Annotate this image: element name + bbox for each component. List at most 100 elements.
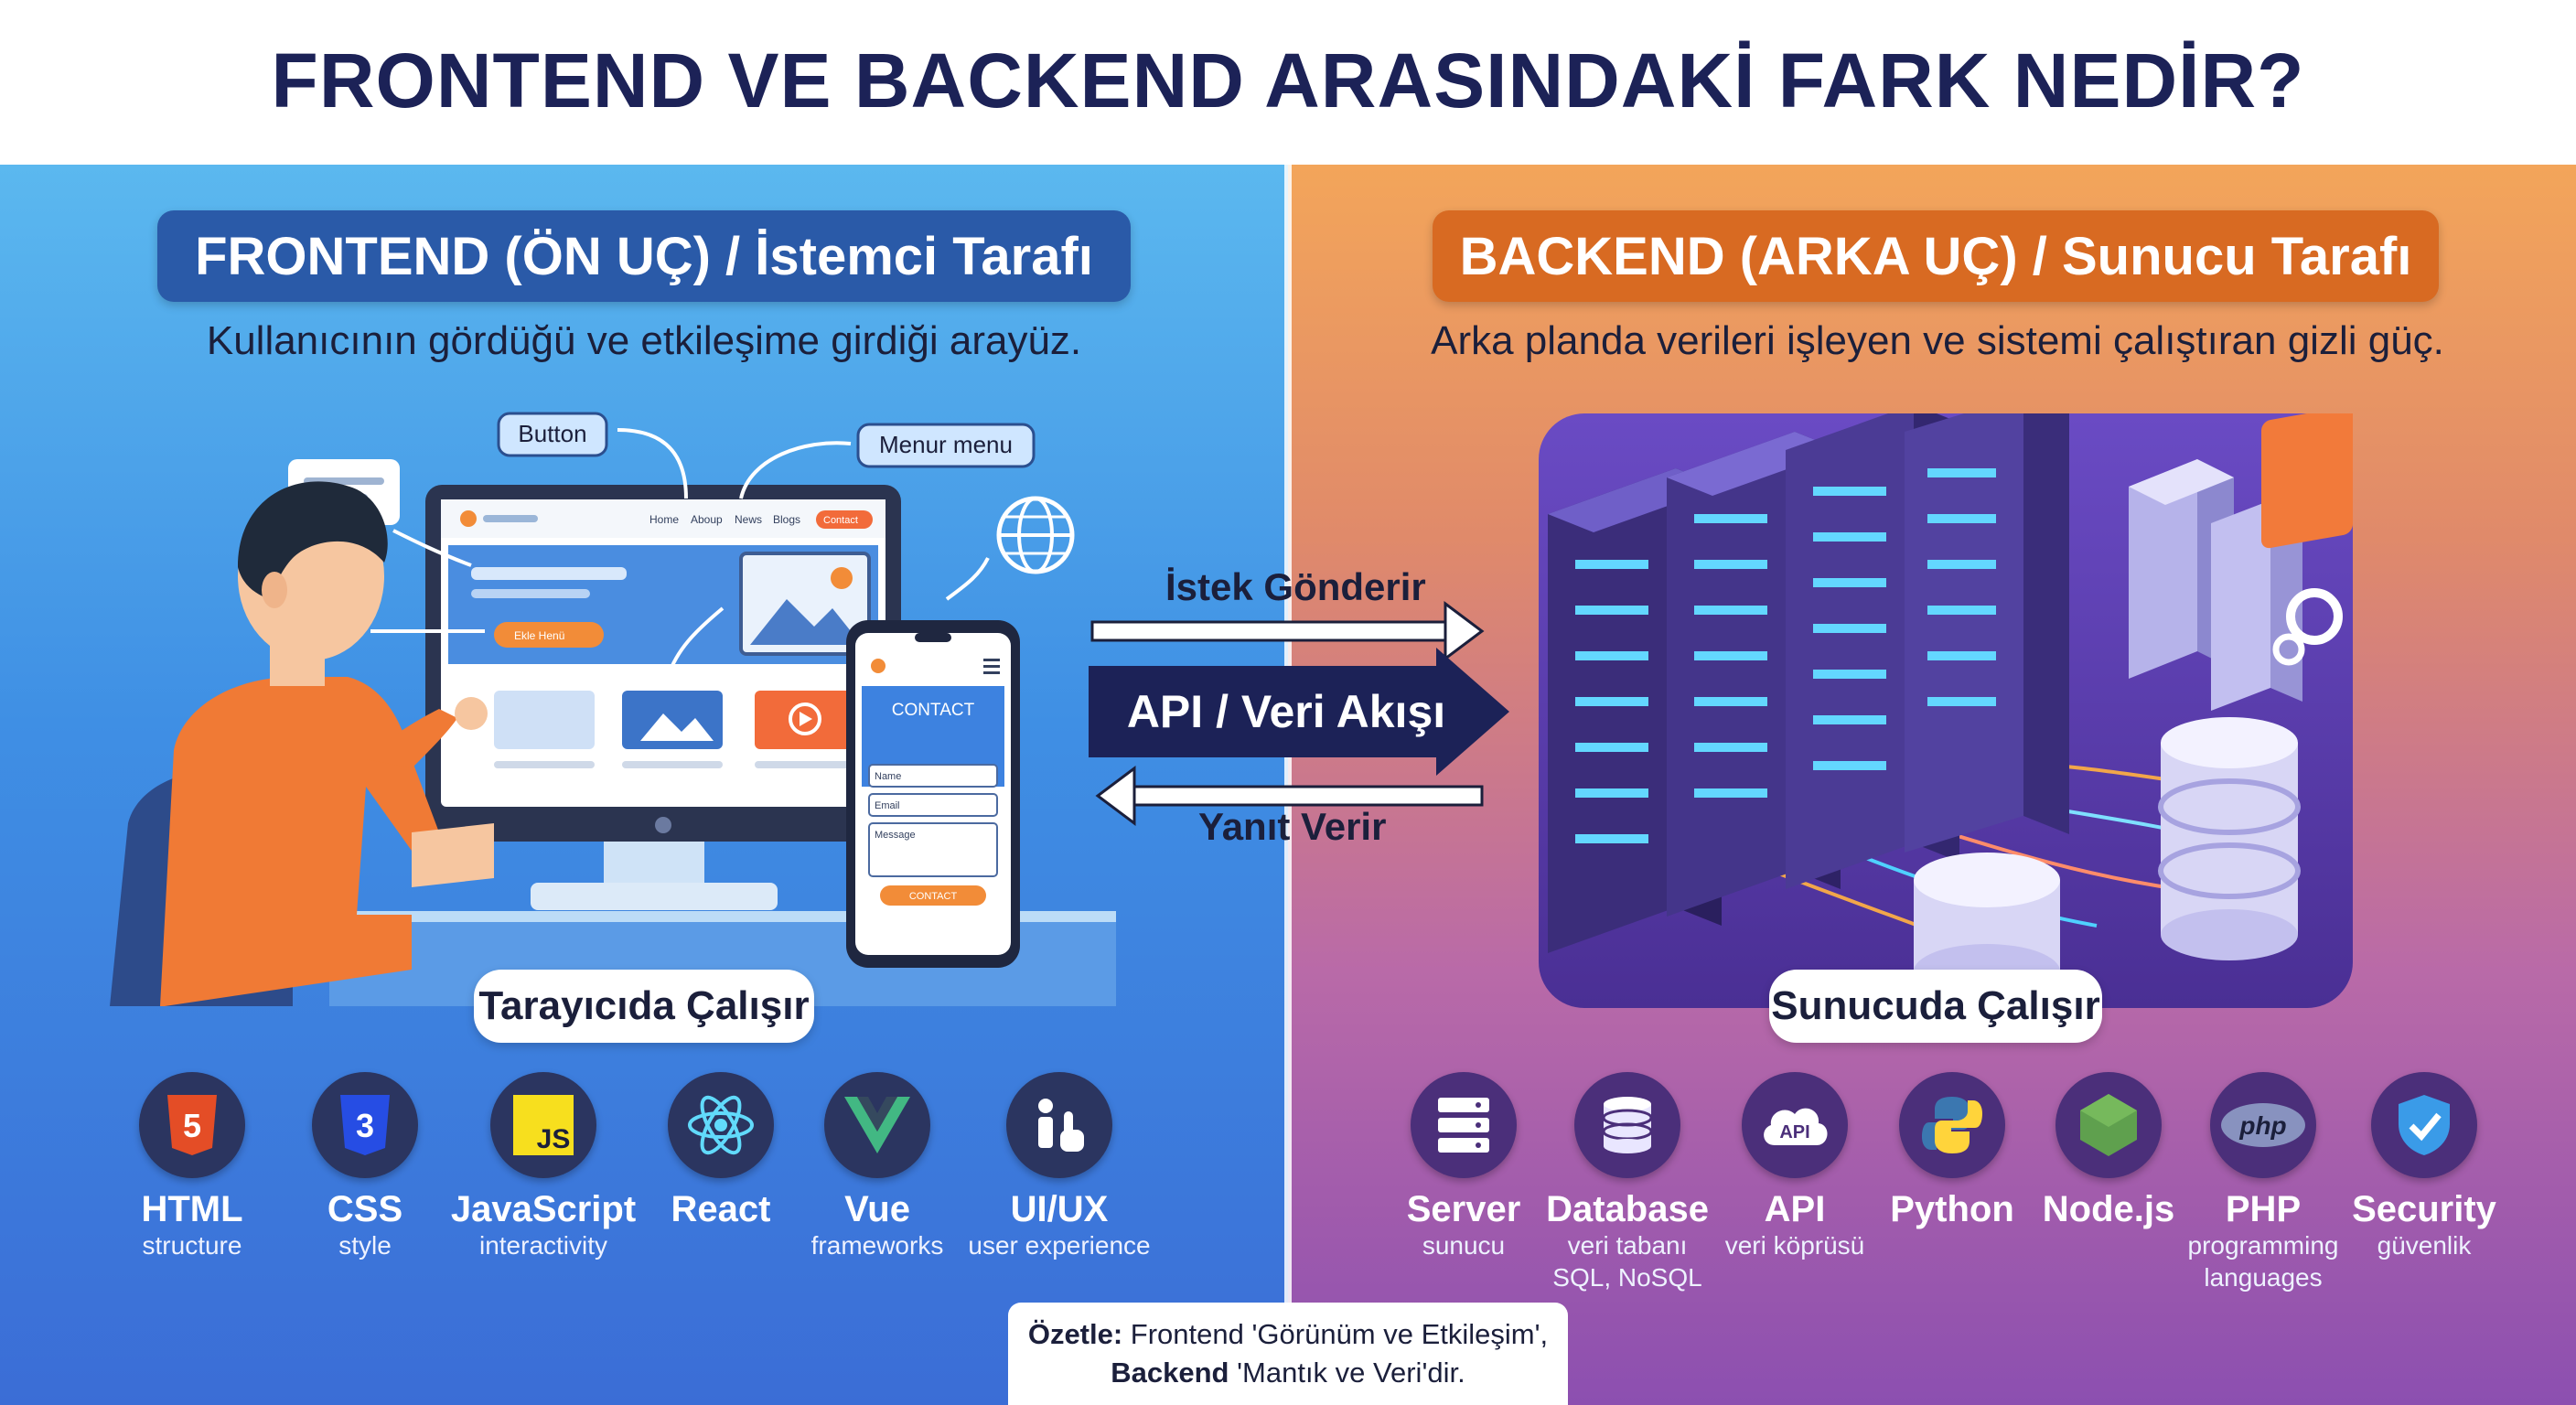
tech-php-name: PHP: [2225, 1189, 2302, 1229]
summary-text-1: Frontend 'Görünüm ve Etkileşim',: [1122, 1318, 1549, 1351]
svg-text:JS: JS: [537, 1124, 571, 1154]
frontend-heading: FRONTEND (ÖN UÇ) / İstemci Tarafı: [157, 210, 1131, 302]
nav-cta: Contact: [823, 515, 858, 526]
hero-button: Ekle Henü: [514, 629, 564, 642]
request-arrow: [1090, 601, 1485, 661]
tech-html-desc: structure: [142, 1231, 242, 1260]
tech-database-desc-2: SQL, NoSQL: [1552, 1263, 1702, 1292]
tech-python: Python: [1852, 1072, 2053, 1229]
html5-icon: 5: [139, 1072, 245, 1178]
tech-api-desc: veri köprüsü: [1724, 1231, 1865, 1260]
annotation-arrows: [370, 428, 990, 678]
tech-javascript-desc: interactivity: [478, 1231, 608, 1260]
phone-field-name: Name: [875, 771, 901, 782]
svg-text:php: php: [2238, 1111, 2286, 1140]
monitor: Home Aboup News Blogs Contact Ekle Henü: [425, 485, 901, 842]
phone-contact-title: CONTACT: [892, 701, 975, 720]
nav-item-3: Blogs: [773, 513, 800, 526]
svg-text:3: 3: [356, 1107, 374, 1144]
css3-icon: 3: [312, 1072, 418, 1178]
tech-database-desc: veri tabanı: [1567, 1231, 1688, 1260]
api-flow-label: API / Veri Akışı: [1126, 686, 1446, 737]
tech-database: Database veri tabanı SQL, NoSQL: [1527, 1072, 1728, 1293]
developer-figure: [110, 481, 494, 1006]
response-label: Yanıt Verir: [1198, 805, 1387, 848]
tech-php: php PHP programming languages: [2163, 1072, 2364, 1293]
request-label: İstek Gönderir: [1165, 565, 1426, 608]
tech-uiux: UI/UX user experience: [959, 1072, 1160, 1261]
tech-server-desc: sunucu: [1422, 1231, 1506, 1260]
tech-security-name: Security: [2352, 1189, 2496, 1229]
api-arrow: [1089, 648, 1509, 776]
nodejs-icon: [2055, 1072, 2162, 1178]
tech-css: 3 CSS style: [264, 1072, 466, 1261]
backend-subtitle: Arka planda verileri işleyen ve sistemi …: [1431, 318, 2444, 363]
nav-item-1: Aboup: [691, 513, 723, 526]
tech-html: 5 HTML structure: [91, 1072, 293, 1261]
header-bar: [0, 0, 2576, 165]
touch-icon: [1006, 1072, 1112, 1178]
tech-php-desc: programming: [2187, 1231, 2339, 1260]
callout-button: [497, 412, 608, 457]
tech-security-desc: güvenlik: [2377, 1231, 2472, 1260]
frontend-runtime-badge: Tarayıcıda Çalışır: [474, 970, 814, 1043]
callout-menu: [856, 423, 1036, 468]
svg-text:API: API: [1779, 1122, 1809, 1142]
rack-lights: [1575, 468, 1996, 843]
tech-uiux-desc: user experience: [968, 1231, 1151, 1260]
backend-illustration: [1539, 413, 2353, 1008]
svg-text:5: 5: [183, 1107, 201, 1144]
python-icon: [1899, 1072, 2005, 1178]
tech-vue: Vue frameworks: [777, 1072, 978, 1261]
globe-icon: [996, 496, 1075, 574]
api-cloud-icon: API: [1742, 1072, 1848, 1178]
nav-item-2: News: [735, 513, 762, 526]
frontend-illustration: Home Aboup News Blogs Contact Ekle Henü: [110, 412, 1116, 1006]
database-icon: [1574, 1072, 1680, 1178]
response-arrow: [1095, 766, 1484, 826]
tech-nodejs-name: Node.js: [2042, 1189, 2175, 1229]
shield-icon: [2371, 1072, 2477, 1178]
nav-item-0: Home: [649, 513, 679, 526]
tech-server: Server sunucu: [1363, 1072, 1564, 1261]
phone-contact-button: CONTACT: [909, 891, 958, 902]
data-flow-arrows: [1089, 601, 1509, 826]
tech-security: Security güvenlik: [2324, 1072, 2525, 1261]
phone-field-email: Email: [875, 800, 900, 811]
tech-php-desc-2: languages: [2204, 1263, 2323, 1292]
tech-javascript-name: JavaScript: [450, 1189, 637, 1229]
tech-react: React: [620, 1072, 821, 1229]
summary-label-2: Backend: [1111, 1357, 1229, 1389]
page-title: FRONTEND VE BACKEND ARASINDAKİ FARK NEDİ…: [271, 38, 2305, 123]
mini-servers: [2129, 459, 2302, 711]
database-stack: [2158, 717, 2301, 960]
js-icon: JS: [490, 1072, 596, 1178]
react-icon: [668, 1072, 774, 1178]
tech-nodejs: Node.js: [2008, 1072, 2209, 1229]
frontend-subtitle: Kullanıcının gördüğü ve etkileşime girdi…: [206, 318, 1082, 363]
callout-button-label: Button: [518, 420, 586, 447]
tech-vue-desc: frameworks: [810, 1231, 944, 1260]
callout-menu-label: Menur menu: [879, 431, 1013, 458]
summary-label-1: Özetle:: [1027, 1318, 1123, 1351]
tech-uiux-name: UI/UX: [1010, 1189, 1109, 1229]
phone-field-message: Message: [875, 830, 916, 841]
tech-api: API API veri köprüsü: [1694, 1072, 1895, 1261]
backend-heading: BACKEND (ARKA UÇ) / Sunucu Tarafı: [1433, 210, 2439, 302]
tech-database-name: Database: [1546, 1189, 1709, 1229]
tech-react-name: React: [671, 1189, 771, 1229]
panel-divider: [1284, 165, 1292, 1405]
tech-server-name: Server: [1406, 1189, 1521, 1229]
server-icon: [1411, 1072, 1517, 1178]
tech-api-name: API: [1764, 1189, 1826, 1229]
summary-text-2: 'Mantık ve Veri'dir.: [1229, 1357, 1465, 1389]
gear-icon: [2261, 413, 2353, 666]
vue-icon: [824, 1072, 930, 1178]
tech-css-name: CSS: [327, 1189, 403, 1229]
backend-runtime-badge: Sunucuda Çalışır: [1769, 970, 2102, 1043]
tech-vue-name: Vue: [844, 1189, 910, 1229]
smartphone: CONTACT Name Email Message CONTACT: [846, 620, 1020, 968]
tech-python-name: Python: [1890, 1189, 2014, 1229]
tech-javascript: JS JavaScript interactivity: [443, 1072, 644, 1261]
php-icon: php: [2210, 1072, 2316, 1178]
